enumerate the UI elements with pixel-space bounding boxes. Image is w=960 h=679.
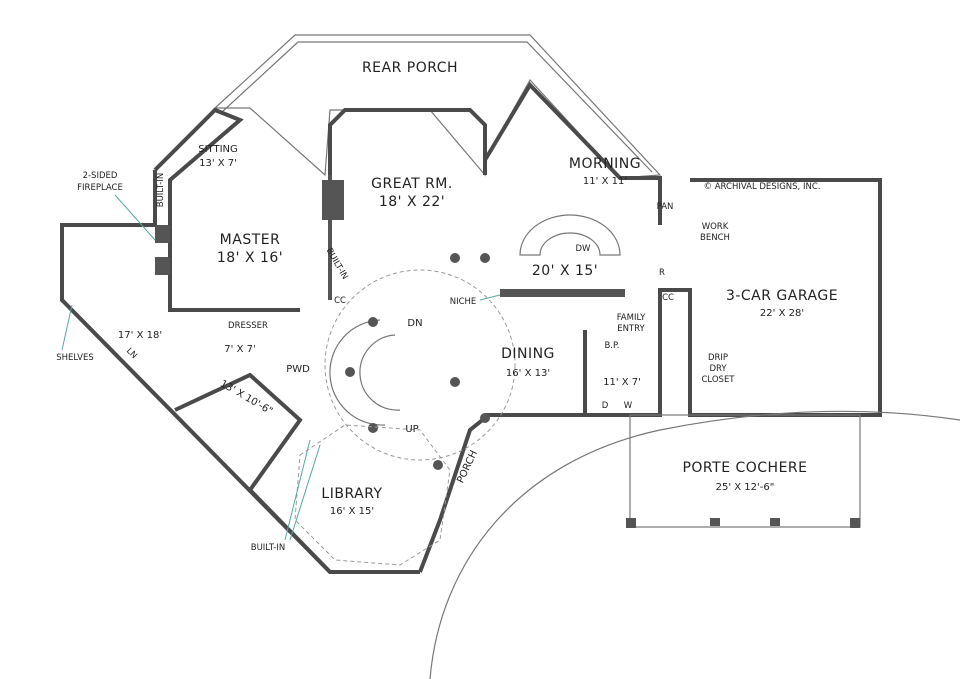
stair [329,319,401,426]
sitting-size: 13' X 7' [199,158,237,169]
great-room-label: GREAT RM. [371,176,453,192]
closet-wall [174,372,332,574]
built-in-master: BUILT-IN [156,173,166,207]
pan-label: PAN [657,202,674,212]
drip-dry-callout: DRY [709,364,727,374]
ln-label: LN [124,346,139,361]
cc-great: CC [334,296,346,306]
r-label: R [659,268,665,278]
great-room-size: 18' X 22' [379,194,445,210]
stair-rotunda [324,269,516,461]
leader-line [114,194,156,241]
garage-size: 22' X 28' [760,308,804,319]
up-label: UP [405,424,418,435]
rear-porch-rail [221,41,653,173]
great-room-wall [328,108,487,175]
library-size: 16' X 15' [330,506,374,517]
sitting-label: SITTING [198,144,238,155]
drip-dry-callout: CLOSET [701,375,735,385]
exterior-wall [60,170,420,574]
porte-cochere-size: 25' X 12'-6" [716,482,775,493]
porte-cochere-outline [629,414,861,528]
garage-label: 3-CAR GARAGE [726,288,838,304]
exterior-wall-upper-left [153,107,300,312]
column [770,518,780,526]
morning-label: MORNING [569,156,641,172]
library-outline [294,424,451,566]
family-entry-callout: FAMILY [617,313,646,323]
leader-line [61,304,73,351]
fireplace-callout: 2-SIDED [83,171,118,181]
drip-dry-callout: DRIP [708,353,728,363]
kitchen-wall [483,81,662,225]
dishwasher-label: DW [576,244,592,254]
fireplace-callout: FIREPLACE [77,183,123,193]
leader-line [284,439,311,541]
dn-label: DN [407,318,422,329]
closet-size: 13' X 10'-6" [218,378,274,417]
master-label: MASTER [220,232,281,248]
column [850,518,860,528]
kitchen-size: 20' X 15' [532,263,598,279]
column [626,518,636,528]
dining-size: 16' X 13' [506,368,550,379]
niche-label: NICHE [450,297,477,307]
built-in-library: BUILT-IN [251,543,285,553]
work-bench-callout: WORK [702,222,729,232]
rear-porch-label: REAR PORCH [362,60,458,76]
kitchen-island [519,214,621,256]
dining-label: DINING [501,346,555,362]
dryer-label: D [602,401,609,411]
fireplace [155,225,170,243]
laundry-size: 11' X 7' [603,377,641,388]
column [710,518,720,526]
washer-label: W [624,401,633,411]
bp-label: B.P. [604,341,619,351]
driveway-curve [429,410,960,679]
dresser-label: DRESSER [228,321,268,331]
leader-line [479,294,501,301]
family-entry-callout: ENTRY [617,324,645,334]
pwd-label: PWD [286,364,310,375]
morning-size: 11' X 11' [583,176,627,187]
porte-cochere-label: PORTE COCHERE [682,460,807,476]
cc-kitchen: CC [662,293,674,303]
built-in-great: BUILT-IN [324,247,350,282]
leader-line [289,444,321,541]
master-size: 18' X 16' [217,250,283,266]
columns [345,253,490,470]
work-bench-callout: BENCH [700,233,730,243]
master-bath-size: 17' X 18' [118,330,162,341]
garage-wall [583,178,882,417]
dresser-size: 7' X 7' [224,344,255,355]
great-room-fireplace [322,180,344,220]
library-label: LIBRARY [321,486,382,502]
fireplace [155,257,170,275]
shelves-callout: SHELVES [56,353,94,363]
copyright: © ARCHIVAL DESIGNS, INC. [704,182,821,192]
